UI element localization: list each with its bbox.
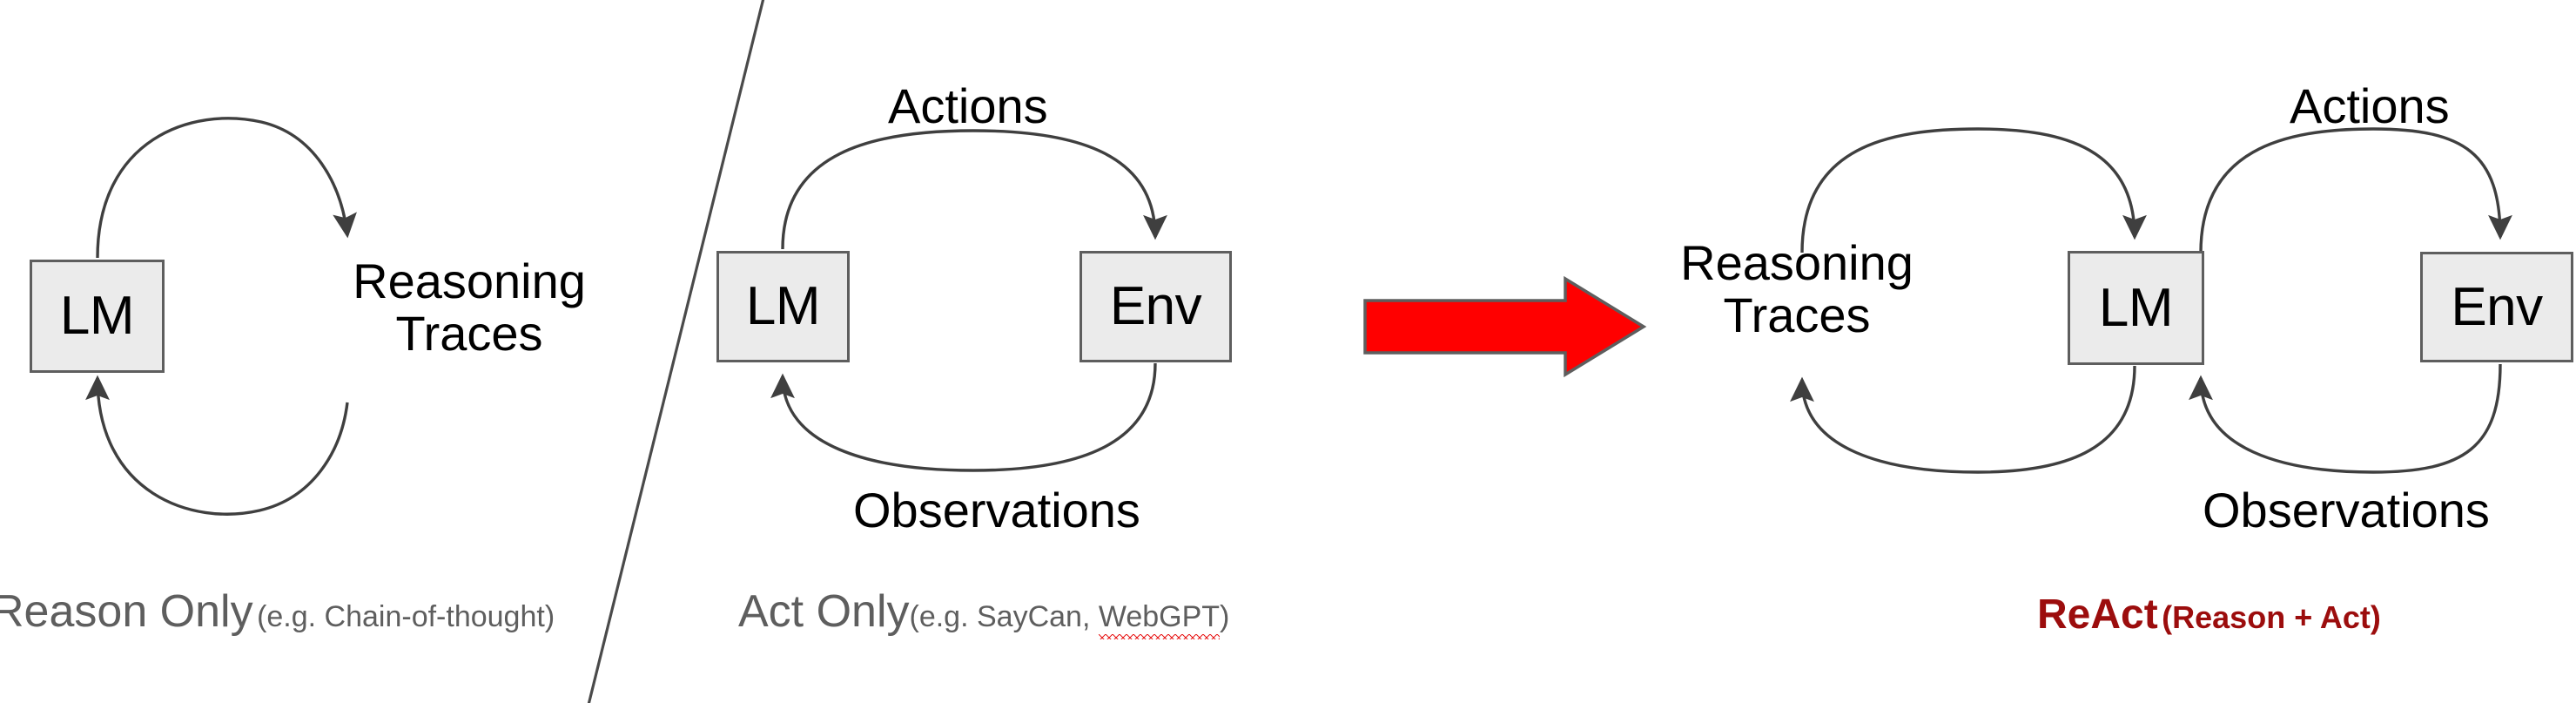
panel-react-label-actions: Actions — [2290, 78, 2450, 133]
caption-reason-only: Reason Only (e.g. Chain-of-thought) — [0, 589, 555, 634]
node-label: LM — [2098, 277, 2174, 338]
caption-main: Reason Only — [0, 586, 253, 637]
caption-sub: (e.g. Chain-of-thought) — [257, 600, 555, 633]
panel-react-label-observations: Observations — [2203, 483, 2490, 537]
panel-act-only-node-lm[interactable]: LM — [716, 251, 850, 362]
edge-label-line-1: Observations — [853, 483, 1140, 537]
panel-act-only-label-observations: Observations — [853, 483, 1140, 537]
panel-act-only-node-env[interactable]: Env — [1079, 251, 1232, 362]
caption-sub-misspelled-word: WebGPT — [1098, 600, 1221, 633]
red-transition-arrow — [1363, 275, 1647, 378]
panel-reason-only-node-lm[interactable]: LM — [30, 260, 165, 373]
arrow-actions-lm-to-env — [781, 129, 1167, 250]
node-label: LM — [59, 286, 135, 346]
node-label: Env — [1109, 276, 1202, 336]
arrow-reasoning-traces-to-lm-react — [1800, 127, 2147, 253]
edge-label-line-1: Actions — [2290, 78, 2450, 133]
arrow-actions-lm-to-env-react — [2199, 127, 2512, 253]
edge-label-line-2: Traces — [1723, 287, 1871, 343]
arrow-observations-env-to-lm-react — [2189, 363, 2502, 474]
arrow-reasoning-traces-to-lm — [85, 375, 349, 516]
node-label: Env — [2451, 276, 2543, 337]
caption-sub-post: ) — [1220, 600, 1230, 633]
caption-main: ReAct — [2037, 591, 2158, 638]
edge-label-line-2: Traces — [395, 306, 543, 362]
arrow-lm-to-reasoning-traces — [96, 117, 357, 259]
arrow-lm-to-reasoning-traces-react — [1790, 365, 2136, 474]
caption-react: ReAct (Reason + Act) — [2037, 594, 2381, 636]
edge-label-line-1: Observations — [2203, 483, 2490, 537]
edge-label-line-1: Reasoning — [353, 253, 586, 308]
panel-react-node-lm[interactable]: LM — [2068, 251, 2204, 365]
edge-label-line-1: Reasoning — [1680, 235, 1914, 290]
panel-react-node-env[interactable]: Env — [2420, 252, 2573, 362]
panel-divider-line — [587, 0, 765, 703]
panel-reason-only-label-reasoning-traces: Reasoning Traces — [352, 253, 587, 362]
caption-sub: (Reason + Act) — [2162, 599, 2381, 635]
edge-label-line-1: Actions — [888, 78, 1048, 133]
panel-react-label-reasoning-traces: Reasoning Traces — [1678, 235, 1915, 343]
caption-main: Act Only — [738, 586, 910, 637]
node-label: LM — [745, 276, 821, 336]
arrow-observations-env-to-lm — [770, 362, 1157, 472]
caption-sub-pre: (e.g. SayCan, — [909, 600, 1099, 633]
panel-act-only-label-actions: Actions — [888, 78, 1048, 133]
caption-act-only: Act Only(e.g. SayCan, WebGPT) — [738, 589, 1229, 634]
